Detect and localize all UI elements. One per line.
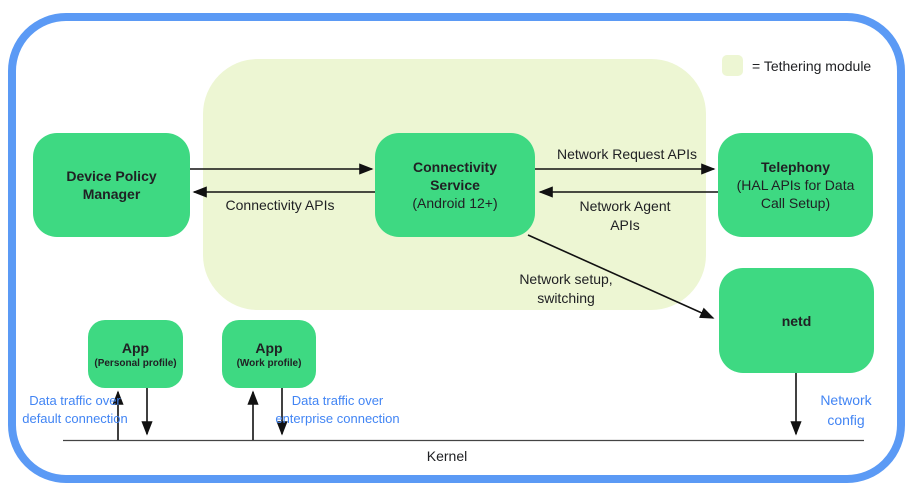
box-title: Device Policy Manager — [66, 168, 157, 202]
edge-label-network-agent-apis: Network Agent APIs — [579, 198, 671, 233]
box-title: App — [255, 339, 283, 356]
kernel-label: Kernel — [426, 448, 468, 464]
box-subtitle: (HAL APIs for Data Call Setup) — [736, 177, 855, 211]
box-title: App — [121, 339, 150, 356]
box-title: Telephony — [761, 159, 830, 175]
box-title: netd — [781, 312, 812, 329]
box-app-work-profile: App (Work profile) — [222, 320, 316, 388]
edge-label-connectivity-apis: Connectivity APIs — [225, 197, 335, 213]
edge-label-network-setup-switching: Network setup, switching — [519, 271, 613, 306]
outer-frame — [8, 13, 905, 483]
box-connectivity-service: Connectivity Service (Android 12+) — [375, 133, 535, 237]
edge-label-data-traffic-default: Data traffic over default connection — [22, 393, 128, 426]
box-title: Connectivity Service — [412, 159, 497, 193]
legend-label: = Tethering module — [752, 57, 872, 74]
edge-label-network-config: Network config — [820, 392, 872, 428]
box-subtitle: (Personal profile) — [94, 357, 177, 369]
box-telephony: Telephony (HAL APIs for Data Call Setup) — [718, 133, 873, 237]
box-app-personal-profile: App (Personal profile) — [88, 320, 183, 388]
box-device-policy-manager: Device Policy Manager — [33, 133, 190, 237]
edge-label-network-request-apis: Network Request APIs — [556, 146, 698, 162]
legend: = Tethering module — [722, 55, 871, 76]
edge-label-data-traffic-enterprise: Data traffic over enterprise connection — [275, 393, 400, 426]
box-subtitle: (Android 12+) — [412, 195, 498, 211]
tethering-swatch-icon — [722, 55, 743, 76]
box-netd: netd — [719, 268, 874, 373]
arrow-connectivity-to-netd — [527, 234, 715, 319]
box-subtitle: (Work profile) — [236, 357, 302, 369]
